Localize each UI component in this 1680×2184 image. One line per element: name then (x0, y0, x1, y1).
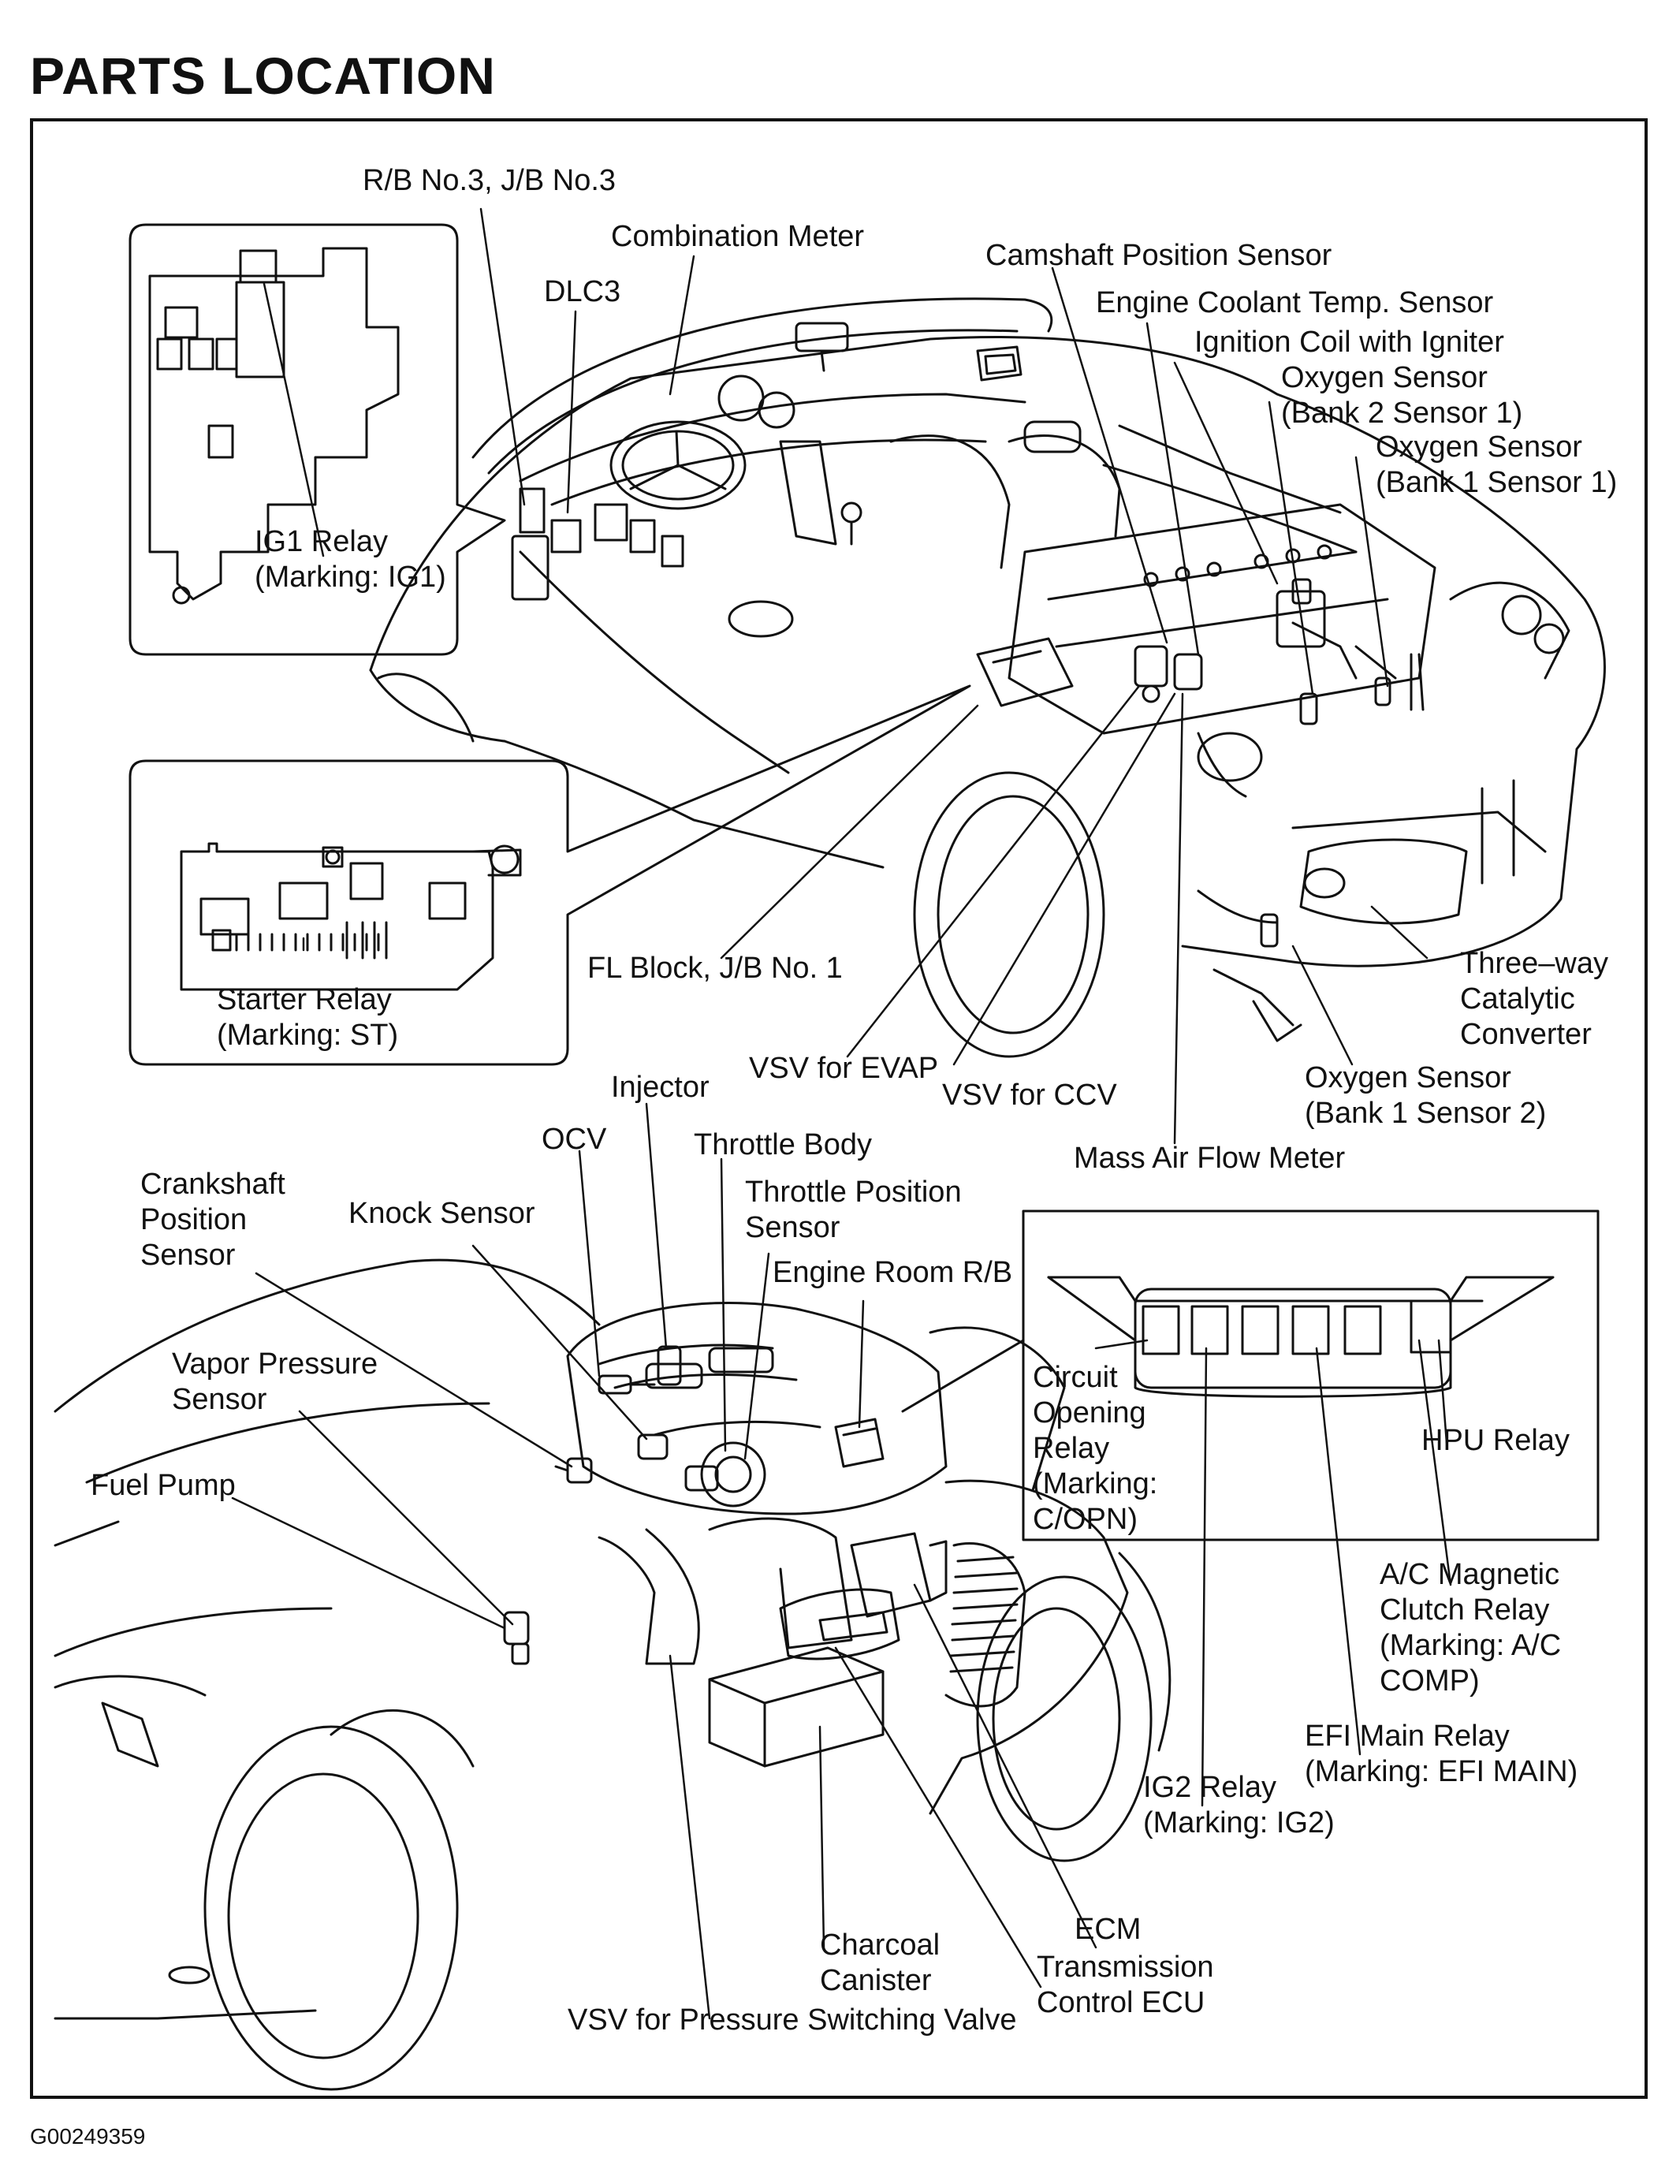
leader-lines (231, 207, 1452, 2020)
label-vsv-evap: VSV for EVAP (749, 1052, 939, 1085)
label-mass-air-flow-meter: Mass Air Flow Meter (1074, 1142, 1346, 1175)
label-three-way-catalytic: Three–way Catalytic Converter (1460, 947, 1608, 1051)
label-ig1-relay: IG1 Relay (Marking: IG1) (255, 525, 446, 594)
label-efi-main-relay: EFI Main Relay (Marking: EFI MAIN) (1305, 1720, 1578, 1788)
label-ig2-relay: IG2 Relay (Marking: IG2) (1143, 1771, 1335, 1839)
figure-id: G00249359 (30, 2124, 146, 2149)
upper-car-illustration (369, 297, 1606, 1058)
label-injector: Injector (611, 1071, 710, 1104)
label-charcoal-canister: Charcoal Canister (820, 1929, 941, 1997)
label-starter-relay: Starter Relay (Marking: ST) (217, 983, 399, 1052)
label-rb-no3: R/B No.3, J/B No.3 (363, 164, 616, 197)
rb-no3-inset (129, 223, 506, 656)
label-oxygen-sensor-b1s1: Oxygen Sensor (Bank 1 Sensor 1) (1376, 430, 1618, 499)
label-vapor-pressure-sensor: Vapor Pressure Sensor (172, 1347, 378, 1416)
label-ocv: OCV (542, 1123, 607, 1156)
label-hpu-relay: HPU Relay (1421, 1424, 1570, 1457)
label-engine-coolant-temp-sensor: Engine Coolant Temp. Sensor (1096, 286, 1494, 319)
label-transmission-control-ecu: Transmission Control ECU (1037, 1951, 1214, 2019)
diagram-frame (30, 118, 1648, 2099)
label-vsv-pressure-switching: VSV for Pressure Switching Valve (568, 2003, 1017, 2037)
label-ac-magnetic-clutch-relay: A/C Magnetic Clutch Relay (Marking: A/C … (1380, 1558, 1562, 1698)
label-oxygen-sensor-b2s1: Oxygen Sensor (Bank 2 Sensor 1) (1281, 361, 1523, 430)
label-camshaft-position-sensor: Camshaft Position Sensor (985, 239, 1332, 272)
label-circuit-opening-relay: Circuit Opening Relay (Marking: C/OPN) (1033, 1361, 1158, 1536)
label-oxygen-sensor-b1s2: Oxygen Sensor (Bank 1 Sensor 2) (1305, 1061, 1547, 1130)
label-engine-room-rb: Engine Room R/B (773, 1256, 1013, 1289)
label-ecm: ECM (1075, 1913, 1142, 1946)
engine-room-rb-inset (901, 1209, 1600, 1541)
label-dlc3: DLC3 (544, 275, 621, 308)
label-fl-block: FL Block, J/B No. 1 (587, 952, 843, 985)
label-vsv-ccv: VSV for CCV (942, 1079, 1117, 1112)
label-throttle-position-sensor: Throttle Position Sensor (745, 1176, 962, 1244)
label-knock-sensor: Knock Sensor (348, 1197, 535, 1230)
label-ignition-coil: Ignition Coil with Igniter (1194, 326, 1504, 359)
label-combination-meter: Combination Meter (611, 220, 865, 253)
page-title: PARTS LOCATION (30, 47, 496, 105)
label-crankshaft-position-sensor: Crankshaft Position Sensor (140, 1168, 285, 1272)
label-fuel-pump: Fuel Pump (91, 1469, 236, 1502)
label-throttle-body: Throttle Body (694, 1128, 872, 1161)
fl-block-inset (129, 684, 971, 1066)
